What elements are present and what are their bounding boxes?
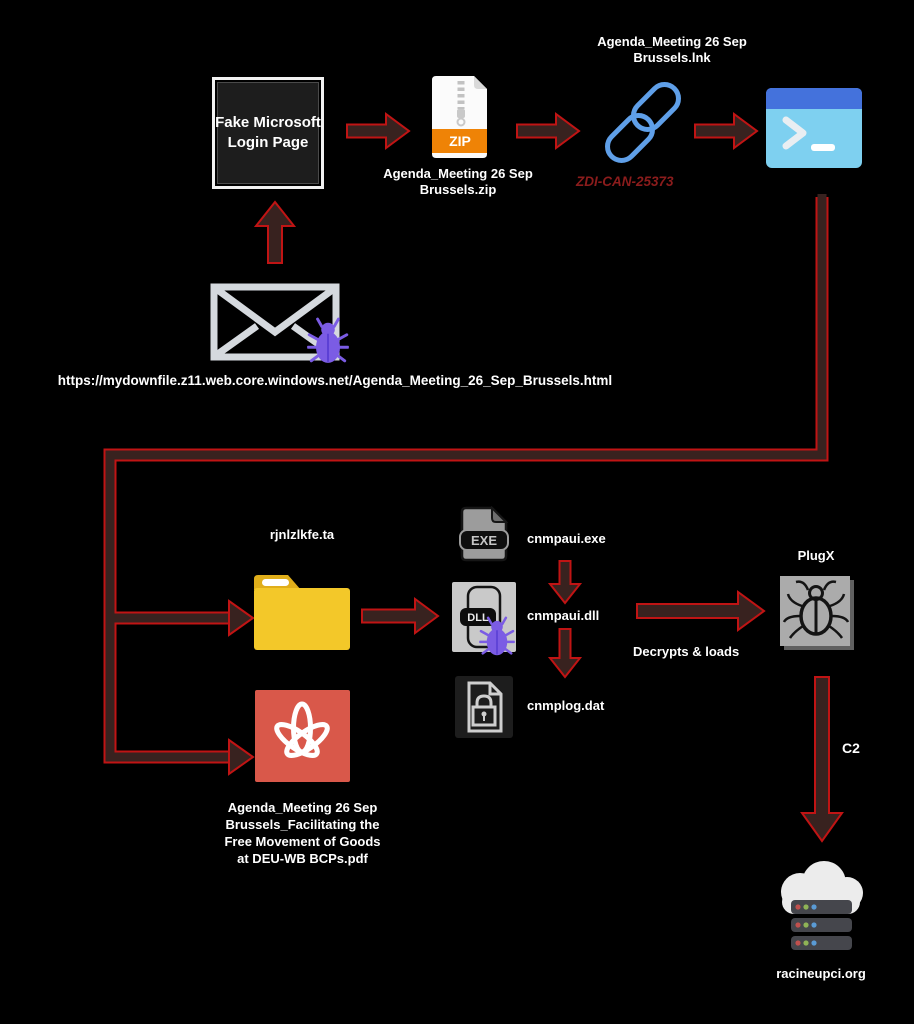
pdf-icon — [255, 690, 350, 787]
arrowhead-to-pdf — [228, 738, 255, 776]
arrow-exe-to-dll — [547, 560, 583, 605]
phishing-url-label: https://mydownfile.z11.web.core.windows.… — [57, 373, 613, 388]
arrowhead-to-folder — [228, 599, 255, 637]
pdf-file-label: Agenda_Meeting 26 Sep Brussels_Facilitat… — [224, 800, 381, 866]
fake-login-page-node: Fake Microsoft Login Page — [212, 77, 324, 189]
arrow-dll-to-dat — [547, 628, 583, 679]
encrypted-file-icon — [455, 676, 513, 743]
exe-file-label: cnmpaui.exe — [527, 531, 606, 546]
folder-label: rjnlzlkfe.ta — [269, 527, 335, 542]
arrow-email-to-login — [253, 200, 297, 264]
dat-file-label: cnmplog.dat — [527, 698, 605, 713]
zdi-can-label: ZDI-CAN-25373 — [576, 174, 674, 189]
arrow-folder-to-dll — [361, 597, 440, 635]
connector-line — [103, 197, 829, 764]
terminal-icon — [766, 88, 862, 173]
zip-file-label: Agenda_Meeting 26 Sep Brussels.zip — [383, 166, 533, 197]
arrow-lnk-to-terminal — [694, 112, 759, 150]
connector-line — [105, 194, 827, 762]
arrow-login-to-zip — [346, 112, 411, 150]
c2-cloud-server-icon — [770, 858, 870, 959]
arrow-dll-to-plugx — [636, 590, 766, 632]
exe-file-icon: EXE — [456, 505, 512, 567]
zip-badge: ZIP — [449, 133, 471, 149]
login-page-label-line1: Fake Microsoft — [215, 114, 321, 131]
arrow-plugx-to-c2 — [800, 676, 844, 843]
c2-edge-label: C2 — [842, 740, 860, 756]
dll-bug-icon — [479, 616, 515, 662]
c2-domain-label: racineupci.org — [776, 966, 866, 981]
malware-bug-icon — [307, 317, 349, 370]
lnk-file-label: Agenda_Meeting 26 Sep Brussels.lnk — [597, 34, 747, 65]
arrow-zip-to-lnk — [516, 112, 581, 150]
plugx-bug-icon — [778, 574, 854, 655]
dll-file-label: cnmpaui.dll — [527, 608, 600, 623]
decrypts-loads-label: Decrypts & loads — [633, 644, 740, 659]
exe-badge: EXE — [471, 533, 497, 548]
folder-icon — [252, 566, 352, 657]
login-page-label-line2: Login Page — [227, 134, 309, 151]
plugx-label: PlugX — [797, 548, 835, 563]
zip-file-icon: ZIP — [430, 75, 492, 164]
dll-badge: DLL — [467, 612, 489, 624]
chain-link-icon — [593, 76, 693, 176]
